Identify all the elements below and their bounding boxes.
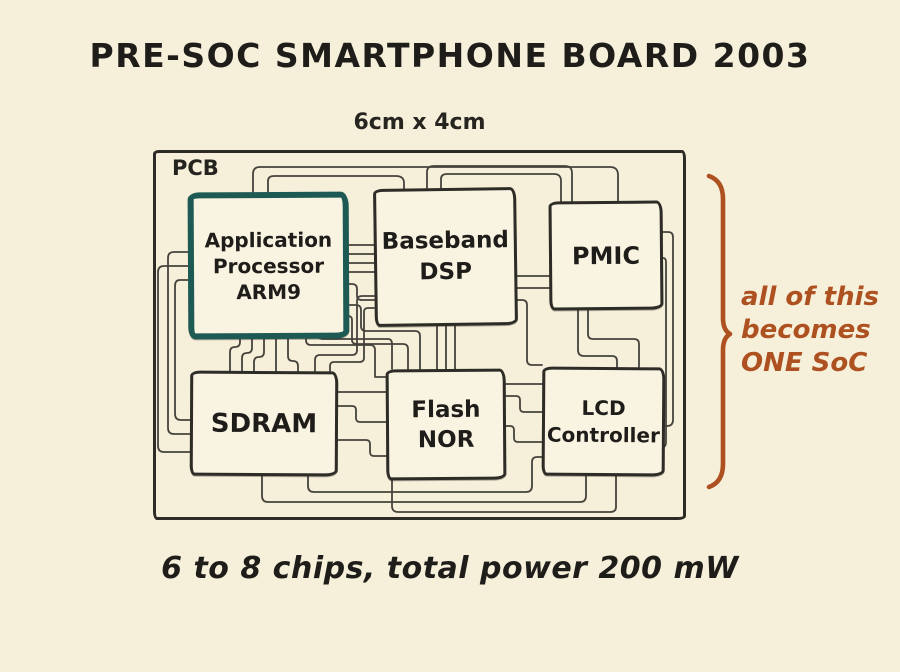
chip-label-line: Processor xyxy=(212,253,325,278)
chip-label-line: NOR xyxy=(417,426,475,453)
chip-label-line: ARM9 xyxy=(236,279,302,304)
chip-application-processor: Application Processor ARM9 xyxy=(187,191,350,340)
board-size-label: 6cm x 4cm xyxy=(353,110,486,135)
chip-label-line: Flash xyxy=(411,396,481,423)
chip-label-line: LCD xyxy=(581,395,626,420)
chip-flash-nor: Flash NOR xyxy=(385,368,507,481)
caption: 6 to 8 chips, total power 200 mW xyxy=(161,551,739,586)
page-title: PRE-SOC SMARTPHONE BOARD 2003 xyxy=(89,36,811,75)
pcb-outline xyxy=(153,150,686,520)
chip-baseband-dsp: Baseband DSP xyxy=(373,187,518,327)
annotation-line: all of this xyxy=(741,282,879,312)
soc-annotation: all of this becomes ONE SoC xyxy=(741,281,879,380)
annotation-line: ONE SoC xyxy=(741,348,868,378)
annotation-line: becomes xyxy=(741,315,871,345)
brace xyxy=(706,173,733,490)
chip-label-line: SDRAM xyxy=(210,408,318,439)
chip-label-line: Baseband xyxy=(381,227,510,255)
chip-label-line: Application xyxy=(204,227,333,252)
chip-lcd-controller: LCD Controller xyxy=(541,366,666,477)
chip-label-line: PMIC xyxy=(571,241,641,270)
chip-pmic: PMIC xyxy=(548,200,664,311)
pcb-label: PCB xyxy=(172,156,219,180)
chip-sdram: SDRAM xyxy=(189,370,339,477)
chip-label-line: DSP xyxy=(419,258,473,286)
chip-label-line: Controller xyxy=(546,422,660,447)
